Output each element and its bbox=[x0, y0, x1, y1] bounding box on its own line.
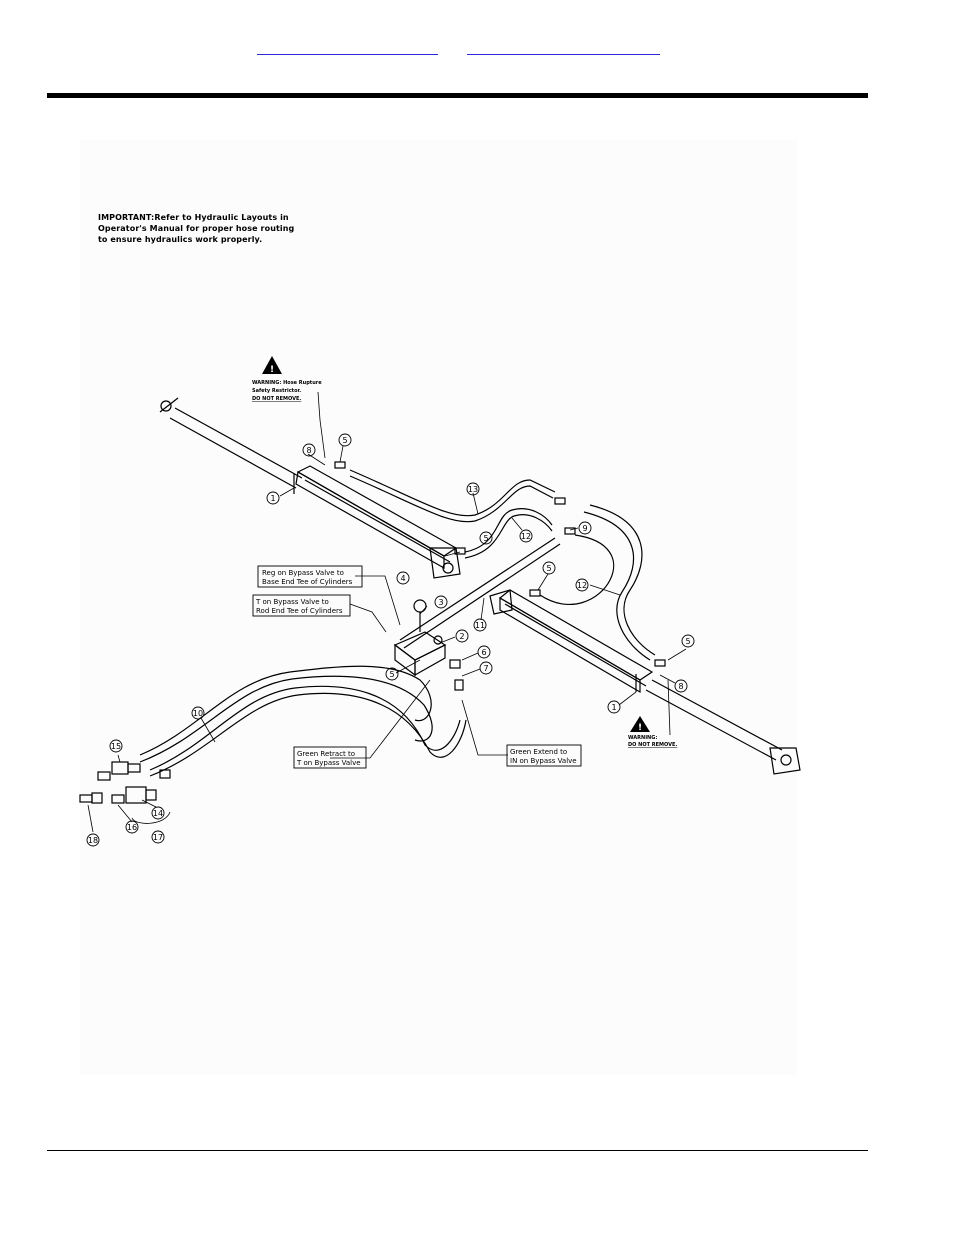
part-label-17: 17 bbox=[153, 833, 163, 842]
leader-lines bbox=[87, 391, 687, 833]
hose-13-b bbox=[349, 475, 554, 523]
important-note: IMPORTANT:Refer to Hydraulic Layouts in … bbox=[98, 212, 295, 245]
part-label-7: 7 bbox=[483, 664, 488, 673]
bypass-valve bbox=[393, 599, 447, 677]
t-callout-line-1: T on Bypass Valve to bbox=[255, 598, 329, 606]
extend-callout-line-2: IN on Bypass Valve bbox=[510, 757, 577, 765]
warning-right-line-2: DO NOT REMOVE. bbox=[628, 742, 677, 748]
retract-callout-line-2: T on Bypass Valve bbox=[296, 759, 361, 767]
part-label-18: 18 bbox=[88, 836, 98, 845]
lower-cylinder-rod bbox=[645, 679, 801, 775]
warning-right-line-1: WARNING: bbox=[628, 735, 657, 741]
part-label-13: 13 bbox=[468, 485, 478, 494]
footer-rule bbox=[47, 1150, 868, 1151]
part-label-15: 15 bbox=[111, 742, 121, 751]
part-label-6: 6 bbox=[481, 648, 486, 657]
header-link-1[interactable] bbox=[257, 40, 438, 55]
part-label-5b: 5 bbox=[483, 534, 488, 543]
upper-cylinder-rod bbox=[159, 397, 303, 489]
warning-top-line-3: DO NOT REMOVE. bbox=[252, 396, 301, 402]
warning-icon-top: ! bbox=[262, 356, 282, 375]
lower-cylinder-barrel bbox=[489, 589, 654, 694]
part-number-circles bbox=[86, 433, 695, 847]
upper-cylinder-barrel bbox=[293, 465, 461, 579]
part-label-16: 16 bbox=[127, 823, 137, 832]
part-label-5d: 5 bbox=[685, 637, 690, 646]
hose-12b bbox=[589, 504, 656, 656]
hose-13 bbox=[349, 469, 556, 517]
part-label-12a: 12 bbox=[521, 532, 531, 541]
header-rule bbox=[47, 93, 868, 98]
warning-top-line-2: Safety Restrictor. bbox=[252, 388, 301, 394]
couplers bbox=[79, 761, 171, 804]
reg-callout-line-2: Base End Tee of Cylinders bbox=[262, 578, 353, 586]
part-label-4: 4 bbox=[400, 574, 405, 583]
warning-top-line-1: WARNING: Hose Rupture bbox=[252, 380, 322, 386]
part-label-11: 11 bbox=[475, 621, 485, 630]
t-callout-line-2: Rod End Tee of Cylinders bbox=[256, 607, 343, 615]
header-link-2[interactable] bbox=[467, 40, 660, 55]
extend-callout-line-1: Green Extend to bbox=[510, 748, 567, 756]
fittings bbox=[334, 461, 666, 691]
part-label-5c: 5 bbox=[546, 564, 551, 573]
part-label-3: 3 bbox=[438, 598, 443, 607]
retract-callout-line-1: Green Retract to bbox=[297, 750, 355, 758]
part-label-8b: 8 bbox=[678, 682, 683, 691]
svg-text:!: ! bbox=[270, 365, 274, 375]
part-label-8a: 8 bbox=[306, 446, 311, 455]
hose-11 bbox=[399, 537, 556, 641]
part-label-14: 14 bbox=[153, 809, 163, 818]
note-line-1: IMPORTANT:Refer to Hydraulic Layouts in bbox=[98, 213, 289, 222]
part-label-1a: 1 bbox=[270, 494, 275, 503]
part-label-1b: 1 bbox=[611, 703, 616, 712]
note-line-2: Operator's Manual for proper hose routin… bbox=[98, 224, 295, 233]
part-label-12b: 12 bbox=[577, 581, 587, 590]
warning-icon-right: ! bbox=[630, 716, 650, 733]
callout-boxes bbox=[252, 565, 582, 769]
part-label-5a: 5 bbox=[342, 436, 347, 445]
part-label-5e: 5 bbox=[389, 670, 394, 679]
svg-text:!: ! bbox=[638, 723, 642, 733]
hose-12a bbox=[464, 508, 553, 553]
part-label-9: 9 bbox=[582, 524, 587, 533]
note-line-3: to ensure hydraulics work properly. bbox=[98, 235, 263, 244]
reg-callout-line-1: Reg on Bypass Valve to bbox=[262, 569, 344, 577]
part-label-10: 10 bbox=[193, 709, 203, 718]
part-label-2: 2 bbox=[459, 632, 464, 641]
